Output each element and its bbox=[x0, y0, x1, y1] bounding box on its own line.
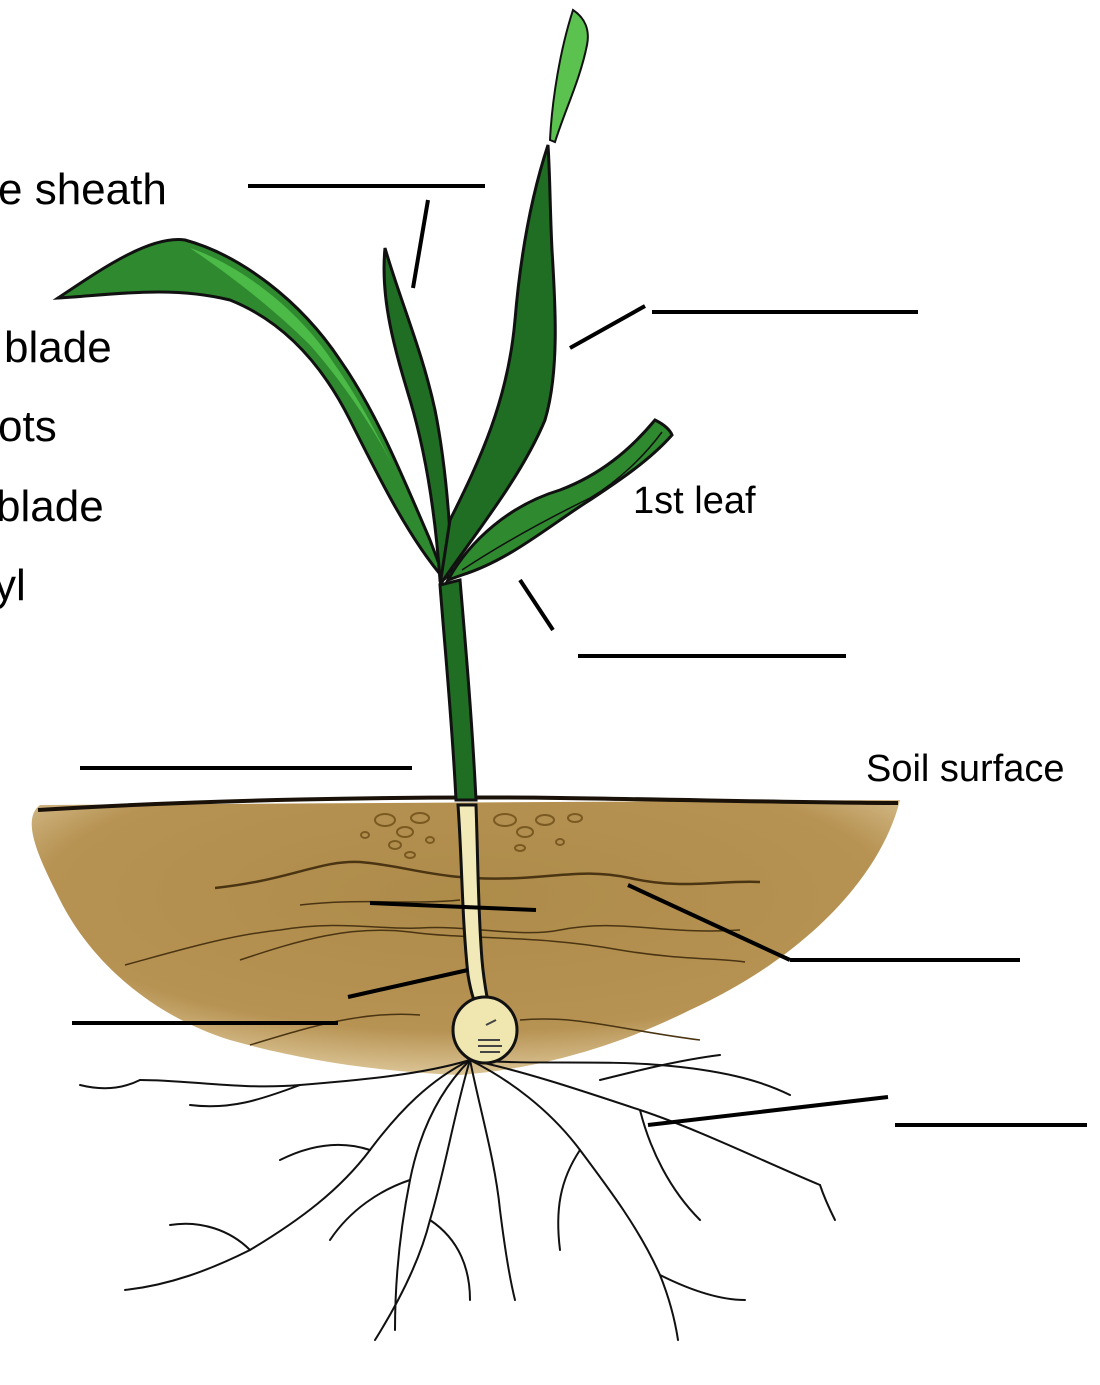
word-bank-item-blade-2: blade bbox=[0, 485, 104, 529]
seminal-roots bbox=[80, 1055, 835, 1340]
word-bank-item-blade: blade bbox=[4, 326, 112, 370]
word-bank-item-roots: ots bbox=[0, 405, 57, 449]
pointer-mid-right bbox=[520, 580, 553, 630]
label-soil-surface: Soil surface bbox=[866, 750, 1065, 788]
pointer-top bbox=[413, 200, 428, 288]
stem bbox=[440, 580, 476, 800]
pointer-roots bbox=[648, 1097, 888, 1125]
label-first-leaf: 1st leaf bbox=[633, 482, 756, 520]
pointer-upper-right bbox=[570, 306, 645, 348]
leaf-tip bbox=[550, 10, 588, 142]
seed-kernel bbox=[453, 997, 517, 1063]
word-bank-item-yl: yl bbox=[0, 564, 26, 608]
word-bank-item-sheath: e sheath bbox=[0, 168, 167, 212]
